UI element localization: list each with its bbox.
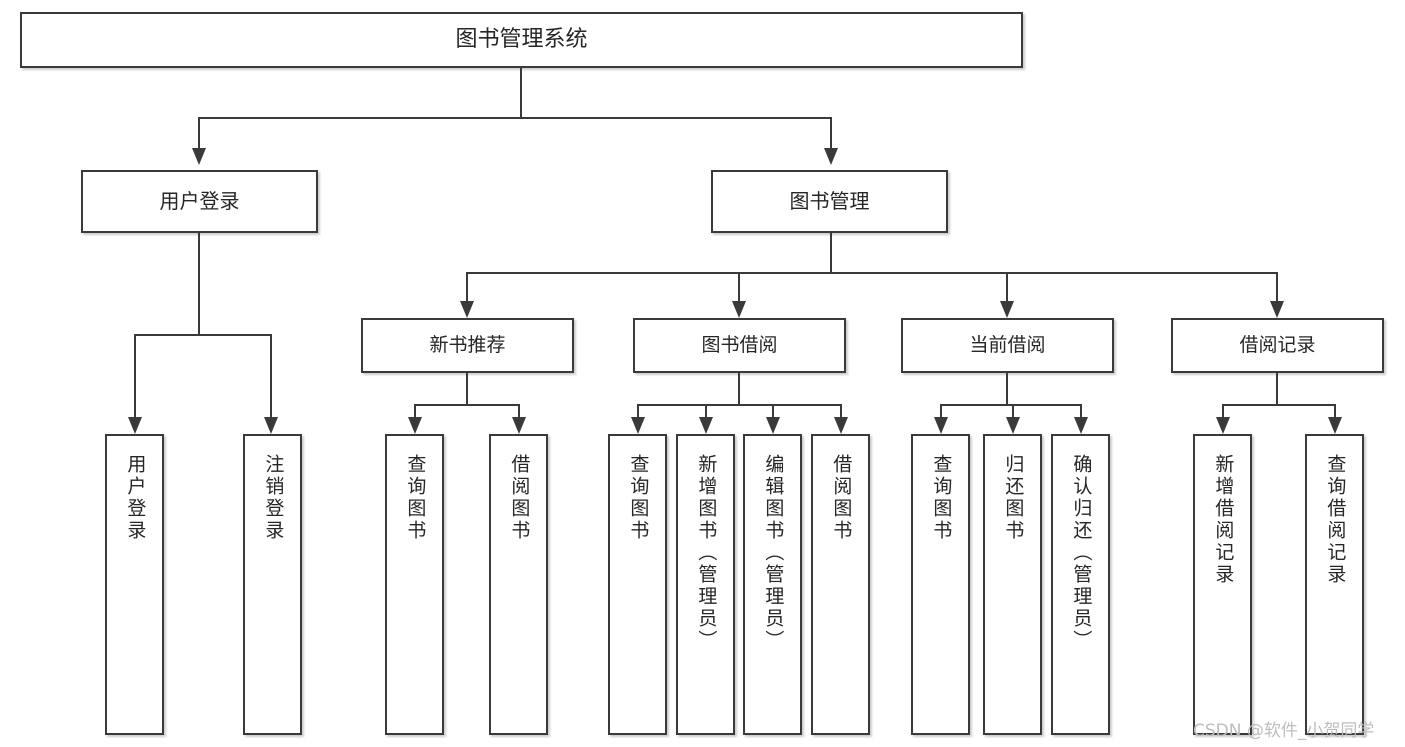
connector-nbr-drop-2 — [518, 404, 520, 418]
node-leaf-user-login[interactable]: 用户登录 — [105, 434, 164, 735]
node-label: 新增借阅记录 — [1212, 454, 1235, 586]
connector-cb-drop-1 — [940, 404, 942, 418]
node-label: 借阅记录 — [1239, 333, 1316, 356]
node-label: 当前借阅 — [969, 333, 1046, 356]
arrowhead-leaf-user-logout — [264, 417, 278, 434]
connector-bm-drop-book-borrow — [738, 272, 740, 302]
node-label: 编辑图书（管理员） — [762, 454, 785, 652]
connector-user-login-bus — [134, 334, 272, 336]
node-leaf-query-book-1[interactable]: 查询图书 — [385, 434, 444, 735]
connector-cb-drop-3 — [1080, 404, 1082, 418]
node-label: 查询图书 — [930, 454, 953, 542]
arrowhead-leaf-borrow-book-2 — [834, 417, 848, 434]
node-label: 归还图书 — [1002, 454, 1025, 542]
node-label: 注销登录 — [262, 454, 285, 542]
connector-bm-drop-new-book — [466, 272, 468, 302]
arrowhead-book-management — [824, 148, 838, 165]
arrowhead-leaf-confirm-return — [1074, 417, 1088, 434]
arrowhead-user-login — [192, 148, 206, 165]
connector-br-drop-1 — [1222, 404, 1224, 418]
node-label: 查询图书 — [627, 454, 650, 542]
node-label: 查询图书 — [404, 454, 427, 542]
node-leaf-query-book-3[interactable]: 查询图书 — [911, 434, 970, 735]
arrowhead-borrow-record — [1270, 301, 1284, 318]
arrowhead-new-book-recommend — [460, 301, 474, 318]
connector-cb-drop-2 — [1012, 404, 1014, 418]
node-label: 新书推荐 — [429, 333, 506, 356]
connector-user-login-stem — [198, 233, 200, 335]
node-book-management[interactable]: 图书管理 — [711, 170, 948, 233]
arrowhead-leaf-query-borrow-record — [1328, 417, 1342, 434]
connector-nbr-drop-1 — [414, 404, 416, 418]
node-user-login[interactable]: 用户登录 — [81, 170, 318, 233]
arrowhead-leaf-add-borrow-record — [1216, 417, 1230, 434]
node-leaf-query-borrow-record[interactable]: 查询借阅记录 — [1305, 434, 1364, 735]
connector-cb-stem — [1006, 373, 1008, 405]
node-book-borrow[interactable]: 图书借阅 — [633, 318, 846, 373]
node-label: 图书借阅 — [701, 333, 778, 356]
arrowhead-leaf-add-book — [699, 417, 713, 434]
connector-bb-drop-3 — [772, 404, 774, 418]
node-label: 借阅图书 — [508, 454, 531, 542]
connector-bb-stem — [738, 373, 740, 405]
arrowhead-leaf-query-book-1 — [408, 417, 422, 434]
node-new-book-recommend[interactable]: 新书推荐 — [361, 318, 574, 373]
csdn-watermark: CSDN @软件_小贺同学 — [1193, 721, 1375, 741]
arrowhead-leaf-borrow-book-1 — [512, 417, 526, 434]
arrowhead-current-borrow — [1000, 301, 1014, 318]
connector-nbr-stem — [466, 373, 468, 405]
node-leaf-add-borrow-record[interactable]: 新增借阅记录 — [1193, 434, 1252, 735]
arrowhead-book-borrow — [732, 301, 746, 318]
connector-root-to-user-login — [198, 117, 200, 149]
connector-user-login-drop-2 — [270, 334, 272, 418]
arrowhead-leaf-user-login — [128, 417, 142, 434]
node-label: 图书管理系统 — [455, 27, 588, 53]
connector-root-stem — [520, 68, 522, 118]
connector-book-management-bus — [466, 272, 1278, 274]
node-leaf-edit-book[interactable]: 编辑图书（管理员） — [743, 434, 802, 735]
node-leaf-borrow-book-2[interactable]: 借阅图书 — [811, 434, 870, 735]
connector-user-login-drop-1 — [134, 334, 136, 418]
node-borrow-record[interactable]: 借阅记录 — [1171, 318, 1384, 373]
connector-br-stem — [1276, 373, 1278, 405]
connector-br-bus — [1222, 404, 1336, 406]
connector-bb-drop-2 — [705, 404, 707, 418]
connector-nbr-bus — [414, 404, 520, 406]
connector-bb-drop-4 — [840, 404, 842, 418]
node-leaf-return-book[interactable]: 归还图书 — [983, 434, 1042, 735]
node-leaf-confirm-return[interactable]: 确认归还（管理员） — [1051, 434, 1110, 735]
node-label: 借阅图书 — [830, 454, 853, 542]
arrowhead-leaf-edit-book — [766, 417, 780, 434]
connector-bb-drop-1 — [637, 404, 639, 418]
connector-root-bus — [198, 117, 832, 119]
connector-bb-bus — [637, 404, 841, 406]
connector-br-drop-2 — [1334, 404, 1336, 418]
connector-cb-bus — [940, 404, 1082, 406]
node-label: 用户登录 — [124, 454, 147, 542]
node-leaf-query-book-2[interactable]: 查询图书 — [608, 434, 667, 735]
connector-bm-drop-current-borrow — [1006, 272, 1008, 302]
arrowhead-leaf-query-book-2 — [631, 417, 645, 434]
node-label: 确认归还（管理员） — [1070, 454, 1093, 652]
node-leaf-borrow-book-1[interactable]: 借阅图书 — [489, 434, 548, 735]
node-leaf-user-logout[interactable]: 注销登录 — [243, 434, 302, 735]
connector-root-to-book-management — [830, 117, 832, 149]
connector-book-management-stem — [830, 233, 832, 273]
node-label: 查询借阅记录 — [1324, 454, 1347, 586]
node-label: 新增图书（管理员） — [695, 454, 718, 652]
node-root-book-management-system[interactable]: 图书管理系统 — [20, 12, 1023, 68]
connector-bm-drop-borrow-record — [1276, 272, 1278, 302]
node-label: 用户登录 — [159, 189, 240, 213]
arrowhead-leaf-return-book — [1006, 417, 1020, 434]
arrowhead-leaf-query-book-3 — [934, 417, 948, 434]
node-label: 图书管理 — [789, 189, 870, 213]
node-current-borrow[interactable]: 当前借阅 — [901, 318, 1114, 373]
node-leaf-add-book[interactable]: 新增图书（管理员） — [676, 434, 735, 735]
